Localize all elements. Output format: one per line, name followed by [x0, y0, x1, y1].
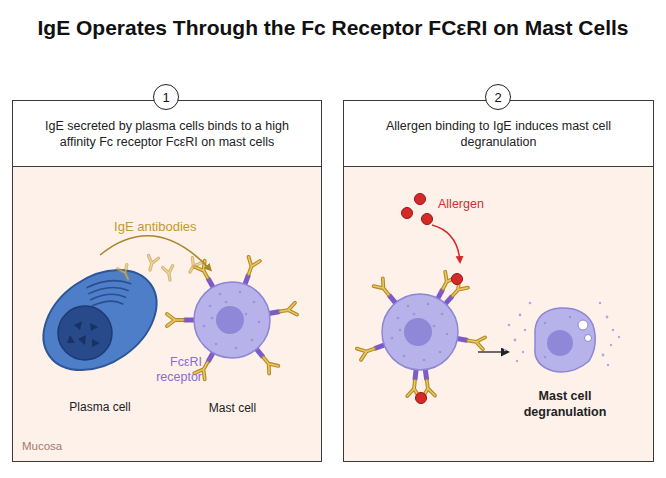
leader-line	[205, 354, 213, 363]
caption-box: IgE secreted by plasma cells binds to a …	[12, 100, 322, 167]
node-text: 2	[494, 91, 501, 104]
process-arrow	[478, 351, 508, 352]
panel-body: Mucosa Plasma cell	[12, 166, 322, 462]
node-text: IgE secreted by plasma cells binds to a …	[31, 118, 303, 150]
degranulated-cell-shape	[515, 295, 615, 385]
node-text: 1	[162, 91, 169, 104]
connector	[100, 236, 211, 270]
allergen-arrow	[432, 225, 460, 262]
plasma-cell-shape	[30, 255, 170, 385]
floating-antibodies	[118, 256, 202, 282]
cell-node: Mast cell	[185, 270, 280, 415]
callout-number: 2	[485, 84, 511, 110]
allergen-dots	[402, 194, 433, 225]
node-text: Allergen binding to IgE induces mast cel…	[362, 118, 635, 150]
cell-node: Mast cell degranulation	[515, 295, 615, 420]
node-text: Plasma cell	[20, 400, 180, 414]
callout-number: 1	[153, 84, 179, 110]
diagram-title: IgE Operates Through the Fc Receptor FCε…	[0, 16, 666, 40]
node-text: Mucosa	[22, 440, 62, 452]
cell-node: Plasma cell	[30, 255, 170, 414]
part-label: Allergen	[438, 197, 518, 211]
node-text: Mast cell degranulation	[515, 388, 615, 420]
node-text: Mast cell	[175, 401, 290, 415]
mast-cell	[357, 272, 485, 404]
caption-box: Allergen binding to IgE induces mast cel…	[343, 100, 654, 167]
edge-label: IgE antibodies	[114, 219, 196, 234]
panel-body	[344, 167, 654, 462]
part-label: FcεRI receptor	[140, 355, 202, 385]
